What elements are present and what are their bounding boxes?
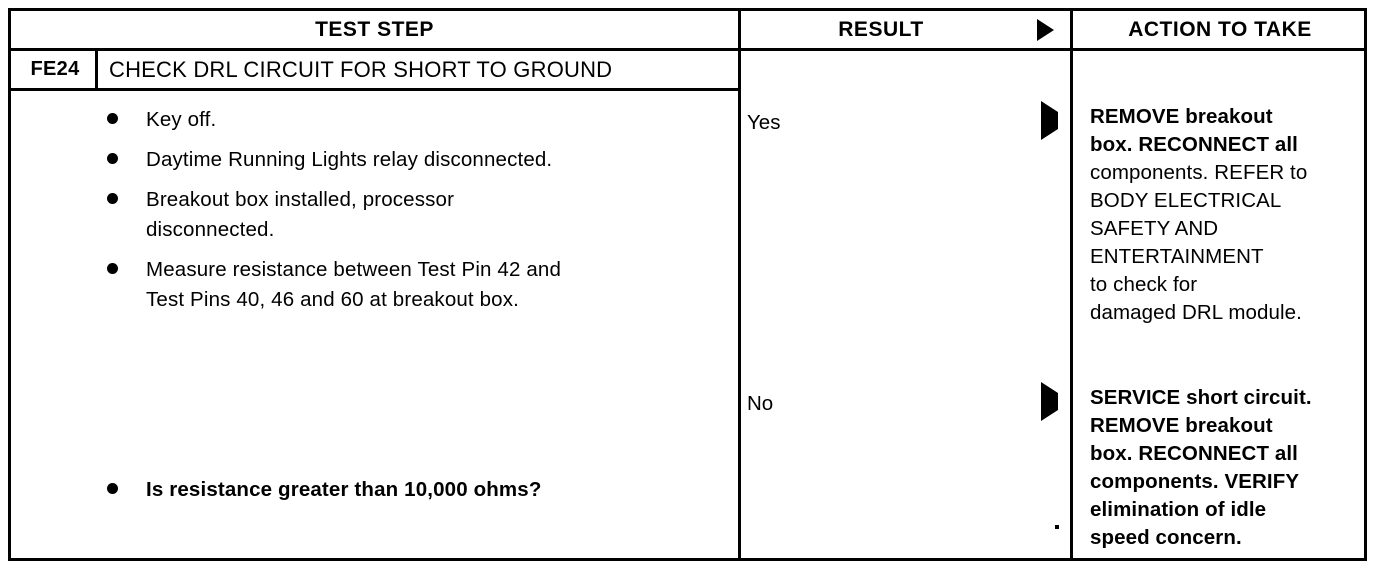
action-line: REMOVE breakout — [1090, 105, 1273, 128]
test-step-body: Key off. Daytime Running Lights relay di… — [11, 93, 738, 558]
action-block-no: SERVICE short circuit. REMOVE breakout b… — [1090, 384, 1368, 552]
right-triangle-icon — [1041, 101, 1058, 140]
list-item: Key off. — [107, 105, 707, 135]
header-test-step: TEST STEP — [315, 17, 434, 41]
action-line: components. VERIFY — [1090, 470, 1300, 493]
bullet-dot-icon — [107, 263, 118, 274]
header-action-to-take: ACTION TO TAKE — [1128, 17, 1312, 41]
action-block-yes: REMOVE breakout box. RECONNECT all compo… — [1090, 103, 1368, 327]
list-item: Measure resistance between Test Pin 42 a… — [107, 255, 707, 315]
test-step-title-row: FE24 CHECK DRL CIRCUIT FOR SHORT TO GROU… — [11, 51, 738, 88]
list-item-question: Is resistance greater than 10,000 ohms? — [107, 475, 707, 505]
right-triangle-icon — [1041, 382, 1058, 421]
action-line: elimination of idle — [1090, 498, 1267, 521]
action-line: speed concern. — [1090, 526, 1242, 549]
bullet-dot-icon — [107, 113, 118, 124]
test-step-title: CHECK DRL CIRCUIT FOR SHORT TO GROUND — [109, 56, 613, 82]
header-bottom-rule — [11, 48, 1364, 51]
bullet-text: Key off. — [146, 108, 217, 131]
action-line: REMOVE breakout — [1090, 414, 1273, 437]
bullet-text: Measure resistance between Test Pin 42 a… — [146, 258, 562, 311]
list-item: Breakout box installed, processor discon… — [107, 185, 707, 245]
result-label-yes: Yes — [747, 111, 781, 134]
pinpoint-test-table: TEST STEP RESULT ACTION TO TAKE FE24 CHE… — [8, 8, 1367, 561]
list-item: Daytime Running Lights relay disconnecte… — [107, 145, 707, 175]
action-line: box. RECONNECT all — [1090, 133, 1298, 156]
title-bottom-rule — [11, 88, 738, 91]
header-result: RESULT — [838, 17, 924, 41]
scan-artifact — [1055, 525, 1059, 529]
result-column: Yes No — [741, 51, 1067, 558]
column-divider-result — [738, 11, 741, 558]
action-line: ENTERTAINMENT — [1090, 245, 1264, 268]
right-triangle-glyph — [1041, 382, 1058, 421]
action-line: damaged DRL module. — [1090, 301, 1302, 324]
result-entry-yes: Yes — [741, 101, 1067, 140]
action-line: components. REFER to — [1090, 161, 1308, 184]
table-header-row: TEST STEP RESULT ACTION TO TAKE — [11, 11, 1364, 48]
right-triangle-icon — [1037, 18, 1054, 41]
action-line: box. RECONNECT all — [1090, 442, 1298, 465]
action-column: REMOVE breakout box. RECONNECT all compo… — [1073, 51, 1367, 558]
bullet-text: Breakout box installed, processor discon… — [146, 188, 455, 241]
header-arrow-cell — [1021, 11, 1070, 48]
bullet-text-question: Is resistance greater than 10,000 ohms? — [146, 478, 542, 501]
test-step-code: FE24 — [30, 58, 80, 80]
bullet-text: Daytime Running Lights relay disconnecte… — [146, 148, 553, 171]
bullet-dot-icon — [107, 193, 118, 204]
bullet-dot-icon — [107, 153, 118, 164]
action-line: to check for — [1090, 273, 1198, 296]
bullet-dot-icon — [107, 483, 118, 494]
action-line: SAFETY AND — [1090, 217, 1219, 240]
result-label-no: No — [747, 392, 774, 415]
action-line: SERVICE short circuit. — [1090, 386, 1312, 409]
code-divider — [95, 51, 98, 88]
right-triangle-glyph — [1041, 101, 1058, 140]
action-line: BODY ELECTRICAL — [1090, 189, 1282, 212]
result-entry-no: No — [741, 382, 1067, 421]
column-divider-action — [1070, 11, 1073, 558]
